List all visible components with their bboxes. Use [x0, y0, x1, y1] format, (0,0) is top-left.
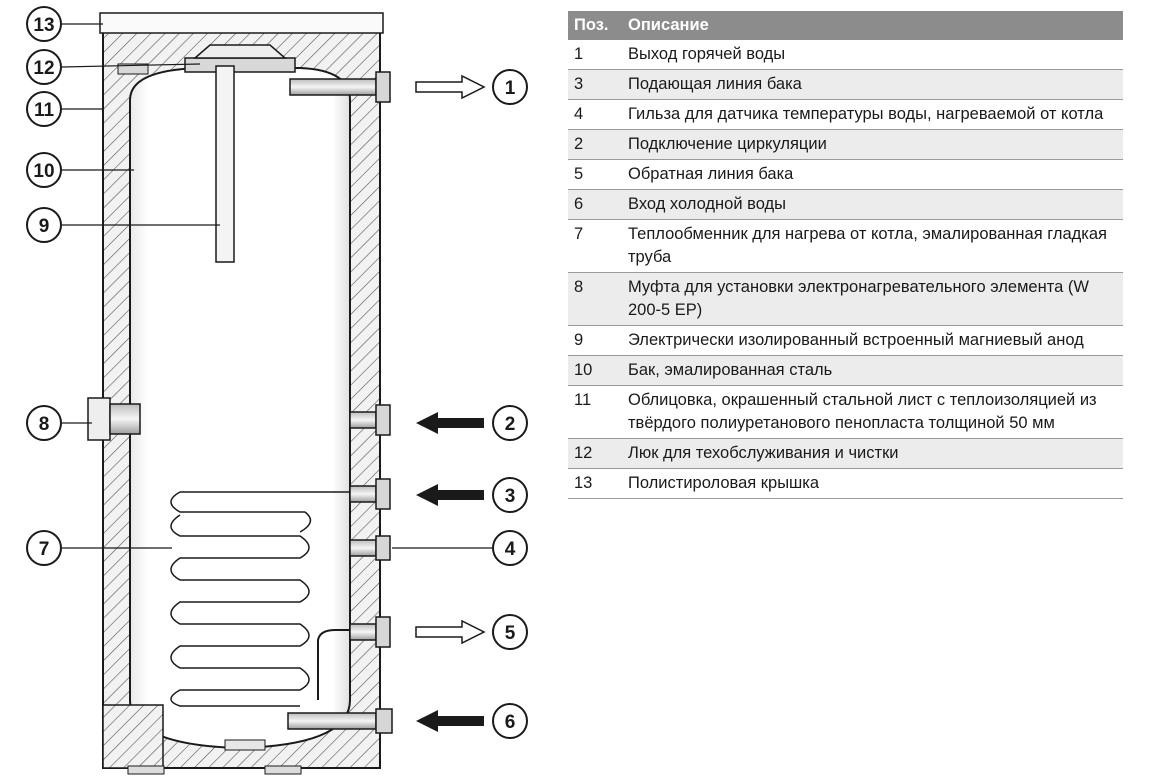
row-desc: Подключение циркуляции: [622, 129, 1123, 160]
row-pos: 10: [568, 355, 622, 386]
legend-header: Поз. Описание: [568, 11, 1123, 40]
callout-8: 8: [26, 405, 62, 441]
connection-return-line: [349, 616, 391, 648]
row-desc: Электрически изолированный встроенный ма…: [622, 325, 1123, 356]
tank-base: [102, 704, 302, 775]
maintenance-hatch: [117, 44, 296, 75]
svg-text:7: 7: [39, 539, 50, 560]
callout-10: 10: [26, 152, 62, 188]
row-pos: 12: [568, 438, 622, 469]
header-pos: Поз.: [568, 11, 622, 40]
svg-text:12: 12: [33, 58, 54, 79]
row-pos: 11: [568, 385, 622, 439]
row-desc: Полистироловая крышка: [622, 468, 1123, 499]
row-desc: Облицовка, окрашенный стальной лист с те…: [622, 385, 1123, 439]
callout-1: 1: [492, 69, 528, 105]
row-desc: Обратная линия бака: [622, 159, 1123, 190]
callout-7: 7: [26, 530, 62, 566]
svg-text:11: 11: [34, 100, 55, 121]
arrow-cold-in: [416, 710, 484, 732]
arrow-hot-out: [415, 74, 486, 100]
arrow-flow-in: [416, 484, 484, 506]
svg-text:1: 1: [505, 78, 516, 99]
heating-coil: [170, 491, 350, 707]
connection-cold-water-inlet: [287, 708, 393, 734]
callout-5: 5: [492, 614, 528, 650]
water-heater-diagram: 13 12 11 10 9 8 7 1 2 3 4 5 6: [26, 6, 528, 775]
row-desc: Выход горячей воды: [622, 40, 1123, 70]
row-desc: Муфта для установки электронагревательно…: [622, 272, 1123, 326]
row-desc: Теплообменник для нагрева от котла, эмал…: [622, 219, 1123, 273]
svg-text:3: 3: [505, 486, 516, 507]
row-pos: 8: [568, 272, 622, 326]
svg-text:10: 10: [33, 161, 54, 182]
row-pos: 9: [568, 325, 622, 356]
callout-13: 13: [26, 6, 62, 42]
polystyrene-lid: [99, 12, 384, 34]
callout-6: 6: [492, 703, 528, 739]
callout-2: 2: [492, 405, 528, 441]
connection-flow-line: [349, 478, 391, 510]
callout-4: 4: [492, 530, 528, 566]
row-desc: Бак, эмалированная сталь: [622, 355, 1123, 386]
row-pos: 1: [568, 40, 622, 70]
row-desc: Люк для техобслуживания и чистки: [622, 438, 1123, 469]
svg-text:6: 6: [505, 712, 516, 733]
row-pos: 13: [568, 468, 622, 499]
svg-text:4: 4: [505, 539, 516, 560]
row-pos: 6: [568, 189, 622, 220]
row-pos: 7: [568, 219, 622, 273]
svg-text:8: 8: [39, 414, 50, 435]
connection-hot-water-outlet: [289, 71, 391, 103]
row-desc: Гильза для датчика температуры воды, наг…: [622, 99, 1123, 130]
svg-text:5: 5: [505, 623, 516, 644]
row-pos: 3: [568, 69, 622, 100]
row-desc: Подающая линия бака: [622, 69, 1123, 100]
magnesium-anode: [215, 65, 235, 263]
svg-text:9: 9: [39, 216, 50, 237]
svg-text:2: 2: [505, 414, 516, 435]
callout-9: 9: [26, 207, 62, 243]
heater-coupling: [87, 397, 141, 441]
row-pos: 5: [568, 159, 622, 190]
callout-11: 11: [26, 91, 62, 127]
callout-3: 3: [492, 477, 528, 513]
row-desc: Вход холодной воды: [622, 189, 1123, 220]
header-desc: Описание: [622, 11, 1123, 40]
callout-12: 12: [26, 49, 62, 85]
svg-text:13: 13: [33, 15, 54, 36]
leader-lines: [61, 23, 494, 549]
row-pos: 4: [568, 99, 622, 130]
sensor-sleeve: [349, 535, 391, 561]
enamel-tank: [129, 67, 351, 750]
arrow-return-out: [415, 619, 486, 645]
connection-circulation: [349, 404, 391, 436]
arrow-circulation-in: [416, 412, 484, 434]
row-pos: 2: [568, 129, 622, 160]
